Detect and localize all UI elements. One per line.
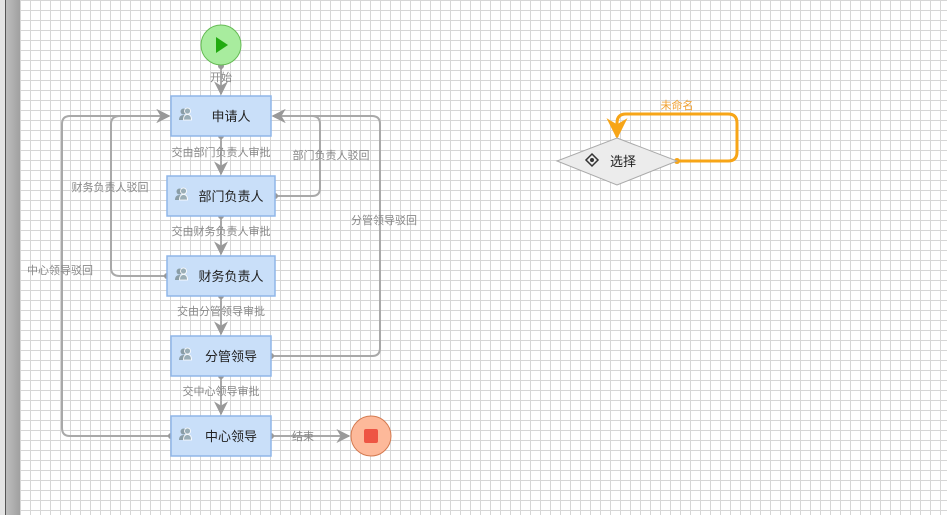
edge-dept-to-finance[interactable]: 交由财务负责人审批 <box>172 213 271 256</box>
edge-division-to-center[interactable]: 交中心领导审批 <box>183 373 260 416</box>
task-dept-head[interactable]: 部门负责人 <box>166 175 276 217</box>
edge-label: 交由分管领导审批 <box>177 304 265 318</box>
edge-label: 交由财务负责人审批 <box>172 224 271 238</box>
edge-finance-to-division[interactable]: 交由分管领导审批 <box>177 293 265 336</box>
edge-label: 结束 <box>292 430 314 443</box>
gateway-label: 选择 <box>610 155 636 170</box>
edge-label: 中心领导驳回 <box>27 264 93 277</box>
end-node[interactable] <box>350 415 392 457</box>
edge-center-reject[interactable]: 中心领导驳回 <box>27 109 174 439</box>
edge-label: 财务负责人驳回 <box>72 180 149 194</box>
edge-dept-reject[interactable]: 部门负责人驳回 <box>271 109 370 199</box>
edge-label: 交由部门负责人审批 <box>172 145 271 159</box>
start-node[interactable] <box>200 24 242 66</box>
gateway-choice[interactable]: 选择 <box>555 137 679 186</box>
panel-divider <box>5 0 6 515</box>
edge-label: 分管领导驳回 <box>351 213 417 227</box>
edge-finance-reject[interactable]: 财务负责人驳回 <box>72 109 171 279</box>
stop-icon <box>364 429 378 443</box>
edge-label: 部门负责人驳回 <box>293 148 370 162</box>
task-finance-head[interactable]: 财务负责人 <box>166 255 276 297</box>
edge-label: 未命名 <box>661 98 694 112</box>
edge-label: 交中心领导审批 <box>183 384 260 398</box>
edge-label: 开始 <box>210 70 232 84</box>
edge-division-reject[interactable]: 分管领导驳回 <box>268 109 417 359</box>
edge-applicant-to-dept[interactable]: 交由部门负责人审批 <box>172 133 271 176</box>
task-label: 中心领导 <box>205 430 257 445</box>
task-label: 财务负责人 <box>198 269 263 285</box>
task-applicant[interactable]: 申请人 <box>170 95 272 137</box>
task-label: 分管领导 <box>205 350 257 365</box>
panel-splitter[interactable] <box>6 0 20 515</box>
gateway-icon <box>584 152 600 168</box>
task-center-lead[interactable]: 中心领导 <box>170 415 272 457</box>
task-division-lead[interactable]: 分管领导 <box>170 335 272 377</box>
edge-center-to-end[interactable]: 结束 <box>268 429 351 443</box>
panel-border <box>0 0 5 515</box>
task-label: 申请人 <box>211 110 250 125</box>
task-label: 部门负责人 <box>198 190 263 205</box>
edge-start-to-applicant[interactable]: 开始 <box>210 63 232 96</box>
play-icon <box>216 37 228 53</box>
